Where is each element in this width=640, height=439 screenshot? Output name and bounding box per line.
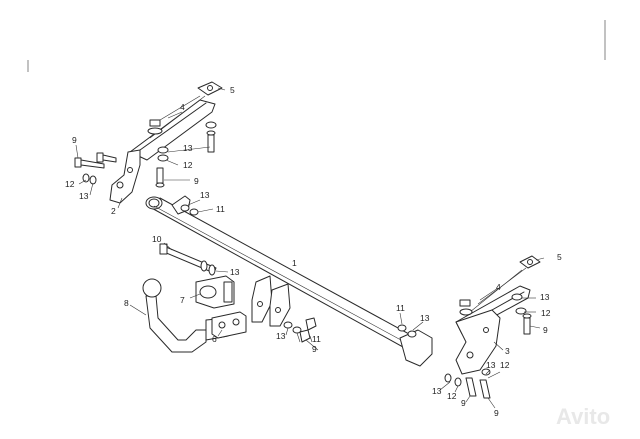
callout-13-bottom: 13 <box>276 331 286 341</box>
right-bracket-assembly <box>439 255 545 409</box>
callout-9-left-top: 9 <box>72 135 77 145</box>
callout-7: 7 <box>180 295 185 305</box>
callout-9-right-bottom-2: 9 <box>494 408 499 418</box>
left-tube-bracket <box>171 195 214 216</box>
right-tube-bracket <box>397 312 433 367</box>
left-bolt-vertical-1 <box>155 167 165 188</box>
callout-13-left-mid: 13 <box>183 143 193 153</box>
left-bolt-horizontal-2 <box>96 152 117 163</box>
callout-13-center: 13 <box>230 267 240 277</box>
right-side-bracket <box>455 309 501 375</box>
lower-plate <box>211 311 247 339</box>
callout-12-right-bottom: 12 <box>447 391 457 401</box>
left-bracket-assembly <box>74 81 226 209</box>
callout-10: 10 <box>152 234 162 244</box>
ball-mount-assembly <box>129 242 247 353</box>
callout-3: 3 <box>505 346 510 356</box>
watermark: Avito <box>556 404 610 429</box>
callout-9-right-bottom: 9 <box>461 398 466 408</box>
callout-4-left: 4 <box>180 102 185 112</box>
callout-11-center: 11 <box>396 303 405 313</box>
callout-12-left-mid: 12 <box>183 160 193 170</box>
callout-5-left: 5 <box>230 85 235 95</box>
callout-11-bottom: 11 <box>312 334 321 344</box>
callout-13-right-tube: 13 <box>420 313 430 323</box>
long-bolt <box>163 246 217 274</box>
callout-2: 2 <box>111 206 116 216</box>
callout-13-right-bottom-2: 13 <box>486 360 496 370</box>
callout-1: 1 <box>292 258 297 268</box>
callout-9-right: 9 <box>543 325 548 335</box>
callout-12-left: 12 <box>65 179 75 189</box>
tow-ball <box>142 278 162 298</box>
tow-ball-neck <box>145 295 207 353</box>
callout-4-right: 4 <box>496 282 501 292</box>
center-side-brackets <box>251 275 319 351</box>
center-plate <box>195 275 235 309</box>
callout-12-right-mid: 12 <box>500 360 510 370</box>
callout-13-right: 13 <box>540 292 550 302</box>
callout-8: 8 <box>124 298 129 308</box>
callout-9-left-mid: 9 <box>194 176 199 186</box>
callout-11-left: 11 <box>216 204 225 214</box>
callout-6: 6 <box>212 334 217 344</box>
callout-13-right-bottom: 13 <box>432 386 442 396</box>
callout-13-left: 13 <box>79 191 89 201</box>
left-bolt-vertical-2 <box>206 130 216 153</box>
callout-9-center: 9 <box>312 344 317 354</box>
left-mounting-plate <box>129 99 216 161</box>
callout-5-right: 5 <box>557 252 562 262</box>
callout-12-right: 12 <box>541 308 551 318</box>
callout-labels: 1 2 3 4 4 5 5 6 7 8 9 9 9 9 9 9 10 11 11… <box>65 85 562 418</box>
callout-13-tube: 13 <box>200 190 210 200</box>
crossbar-tube <box>145 196 421 353</box>
